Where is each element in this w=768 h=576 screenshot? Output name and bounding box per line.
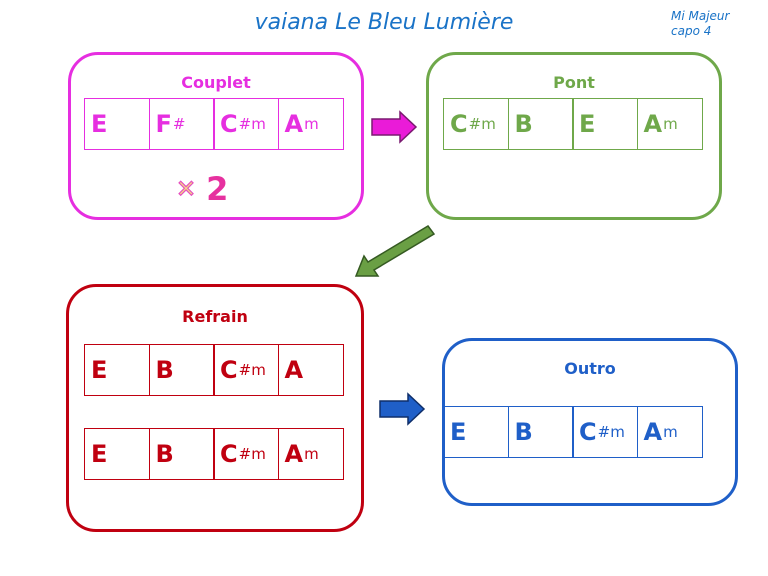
chord-root: E: [579, 110, 596, 138]
chord-cell: B: [507, 406, 574, 458]
chord-root: C: [220, 356, 238, 384]
key-label: Mi Majeur: [671, 9, 730, 23]
couplet-repeat: ✕ 2: [175, 170, 229, 208]
chord-root: A: [284, 110, 304, 138]
chord-suffix: m: [663, 115, 678, 133]
chord-suffix: #m: [238, 361, 266, 379]
chord-root: E: [91, 356, 108, 384]
pont-title: Pont: [553, 73, 595, 92]
chord-suffix: m: [663, 423, 678, 441]
chord-cell: E: [443, 406, 509, 458]
arrow-right-pink-icon: [371, 110, 418, 144]
chord-suffix: #m: [597, 423, 625, 441]
chord-root: A: [284, 356, 304, 384]
chord-cell: E: [84, 344, 150, 396]
chord-cell: A: [277, 344, 344, 396]
chord-root: C: [220, 440, 238, 468]
outro-title: Outro: [564, 359, 616, 378]
chord-suffix: m: [304, 445, 319, 463]
chord-root: E: [450, 418, 467, 446]
repeat-x-icon: ✕: [175, 174, 197, 203]
chord-cell: B: [148, 344, 215, 396]
chord-root: C: [579, 418, 597, 446]
chord-root: A: [643, 418, 663, 446]
chord-cell: B: [148, 428, 215, 480]
chord-suffix: #m: [238, 115, 266, 133]
chord-cell: B: [507, 98, 574, 150]
chord-root: B: [155, 440, 174, 468]
repeat-count: 2: [206, 170, 229, 208]
chord-cell: F#: [148, 98, 215, 150]
chord-cell: C#m: [213, 428, 279, 480]
chord-root: B: [514, 110, 533, 138]
chord-cell: E: [84, 98, 150, 150]
chord-cell: C#m: [443, 98, 509, 150]
chord-root: A: [284, 440, 304, 468]
pont-section: Pont: [426, 52, 722, 220]
chord-root: F: [155, 110, 172, 138]
capo-label: capo 4: [671, 24, 712, 38]
arrow-right-blue-icon: [379, 392, 426, 426]
key-info: Mi Majeur capo 4: [671, 9, 729, 39]
chord-suffix: m: [304, 115, 319, 133]
refrain-section: Refrain: [66, 284, 364, 532]
chord-cell: C#m: [213, 98, 279, 150]
chord-root: E: [91, 440, 108, 468]
couplet-title: Couplet: [181, 73, 251, 92]
refrain-title: Refrain: [182, 307, 248, 326]
chord-cell: C#m: [572, 406, 638, 458]
chord-root: B: [155, 356, 174, 384]
arrow-down-left-green-icon: [354, 225, 436, 277]
chord-suffix: #m: [238, 445, 266, 463]
song-title: vaiana Le Bleu Lumière: [254, 10, 514, 35]
chord-root: B: [514, 418, 533, 446]
chord-cell: C#m: [213, 344, 279, 396]
chord-root: E: [91, 110, 108, 138]
chord-root: A: [643, 110, 663, 138]
chord-root: C: [220, 110, 238, 138]
chord-suffix: #m: [468, 115, 496, 133]
chord-cell: E: [84, 428, 150, 480]
chord-root: C: [450, 110, 468, 138]
chord-suffix: #: [172, 115, 186, 133]
chord-cell: E: [572, 98, 638, 150]
couplet-section: Couplet: [68, 52, 364, 220]
